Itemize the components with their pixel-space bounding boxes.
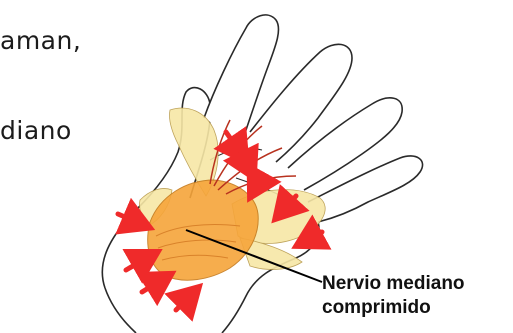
compression-arrow-icon: [176, 290, 196, 310]
nerve-label-line2: comprimido: [322, 296, 465, 320]
nerve-label: Nervio mediano comprimido: [322, 272, 465, 320]
compression-arrow-icon: [238, 146, 252, 174]
compression-arrow-icon: [142, 276, 168, 292]
nerve-label-line1: Nervio mediano: [322, 272, 465, 296]
compression-arrow-icon: [252, 176, 262, 194]
